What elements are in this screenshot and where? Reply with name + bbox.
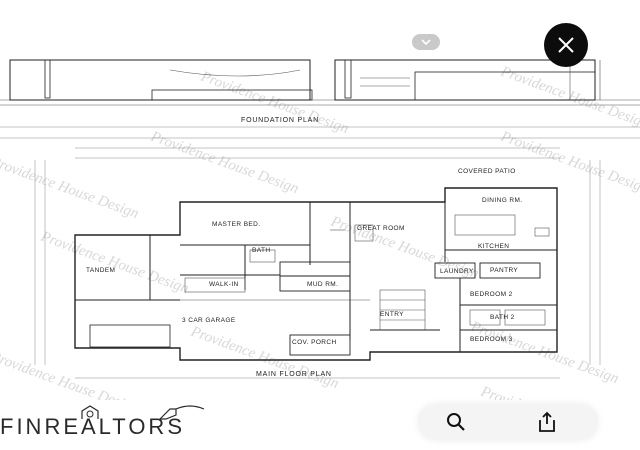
room-label-garage: 3 CAR GARAGE [182,317,236,324]
brand-logo-text: FINREALTORS [0,414,185,439]
floor-plan-image: Providence House Design Providence House… [0,59,640,400]
room-label-great-room: GREAT ROOM [357,225,405,232]
room-label-covered-patio: COVERED PATIO [458,168,516,175]
foundation-plan-title: FOUNDATION PLAN [241,117,319,124]
search-icon [447,413,465,431]
main-floor-plan-title: MAIN FLOOR PLAN [256,371,332,378]
room-label-walk-in: WALK-IN [209,281,239,288]
watermark-layer: Providence House Design Providence House… [0,63,640,400]
room-label-tandem: TANDEM [86,267,115,274]
room-label-bath: BATH [252,247,270,254]
action-bar [418,404,598,440]
watermark-text: Providence House Design [38,228,191,297]
share-button[interactable] [532,407,562,437]
watermark-text: Providence House Design [478,383,631,400]
tag-icon [158,408,177,420]
room-label-dining: DINING RM. [482,197,522,204]
watermark-text: Providence House Design [0,153,141,222]
room-label-kitchen: KITCHEN [478,243,509,250]
close-button[interactable] [544,23,588,67]
share-icon [539,411,555,432]
main-floor-plan: COVERED PATIO DINING RM. MASTER BED. GRE… [0,137,640,379]
watermark-text: Providence House Design [188,323,341,392]
room-label-bath2: BATH 2 [490,314,515,321]
collapse-toggle-button[interactable] [412,34,440,50]
room-label-porch: COV. PORCH [292,339,337,346]
room-label-laundry: LAUNDRY [440,268,474,275]
room-label-master-bed: MASTER BED. [212,221,260,228]
room-label-bedroom2: BEDROOM 2 [470,291,513,298]
close-icon [558,37,574,53]
watermark-text: Providence House Design [498,128,640,197]
search-button[interactable] [441,407,471,437]
room-label-pantry: PANTRY [490,267,518,274]
room-label-mud-rm: MUD RM. [307,281,338,288]
brand-logo-icons [81,405,205,420]
foundation-plan: FOUNDATION PLAN [0,59,640,128]
room-label-bedroom3: BEDROOM 3 [470,336,513,343]
home-icon [81,405,99,419]
room-label-entry: ENTRY [380,311,404,318]
watermark-text: Providence House Design [0,348,141,400]
watermark-text: Providence House Design [498,63,640,132]
chevron-down-icon [421,39,431,46]
watermark-text: Providence House Design [148,128,301,197]
watermark-text: Providence House Design [468,318,621,387]
